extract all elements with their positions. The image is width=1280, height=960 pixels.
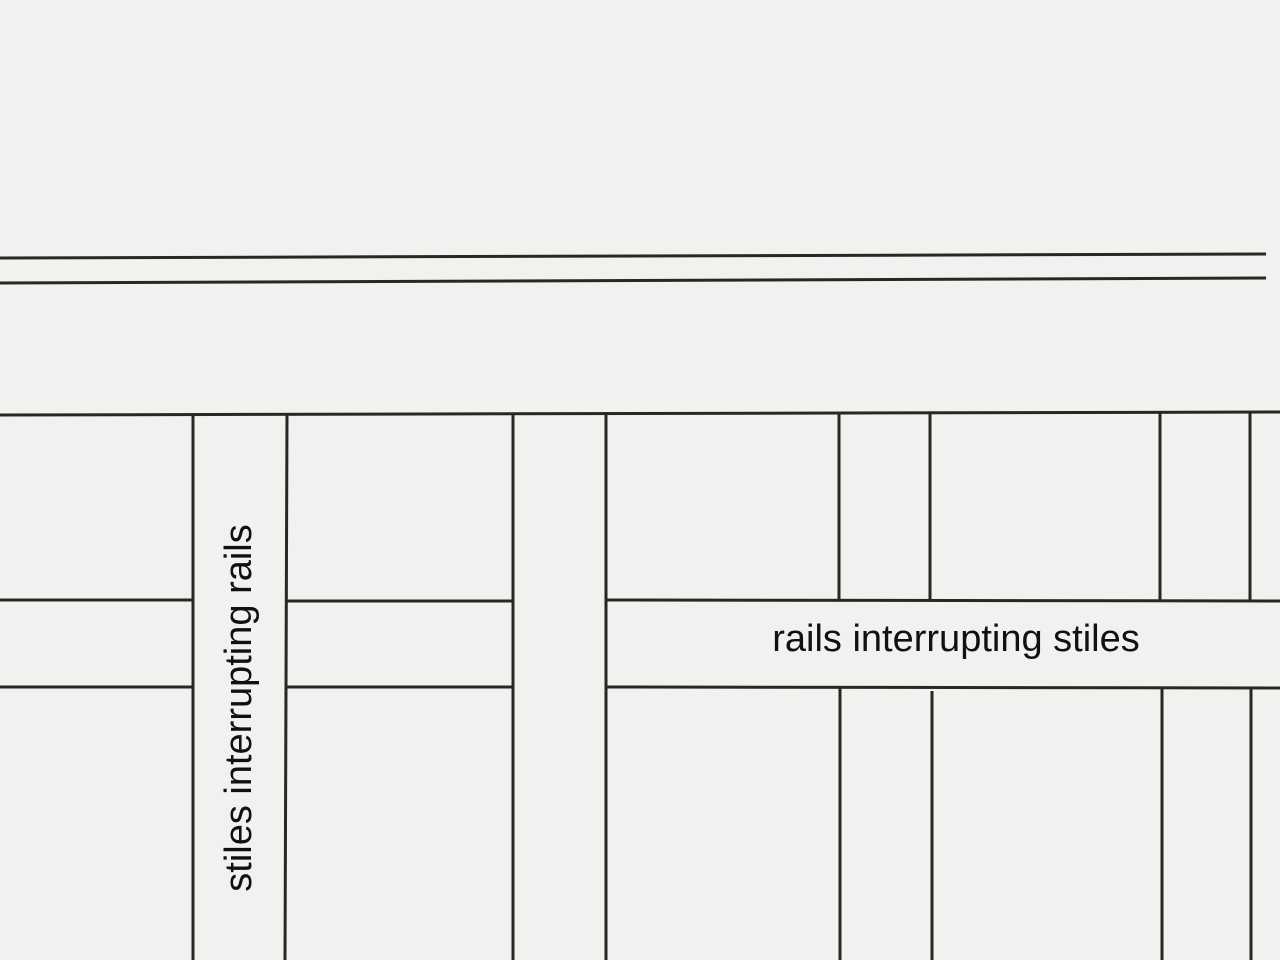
rail-top-edge-right [605, 598, 1280, 603]
frame-top-edge [0, 410, 1280, 417]
stiles-interrupting-rails-label: stiles interrupting rails [218, 524, 260, 891]
stile-a-right-edge [283, 413, 289, 960]
top-line-lower [0, 276, 1267, 285]
rails-interrupting-stiles-label: rails interrupting stiles [772, 618, 1139, 660]
top-line-upper [0, 252, 1267, 260]
rail-bottom-edge-right [605, 685, 1280, 690]
